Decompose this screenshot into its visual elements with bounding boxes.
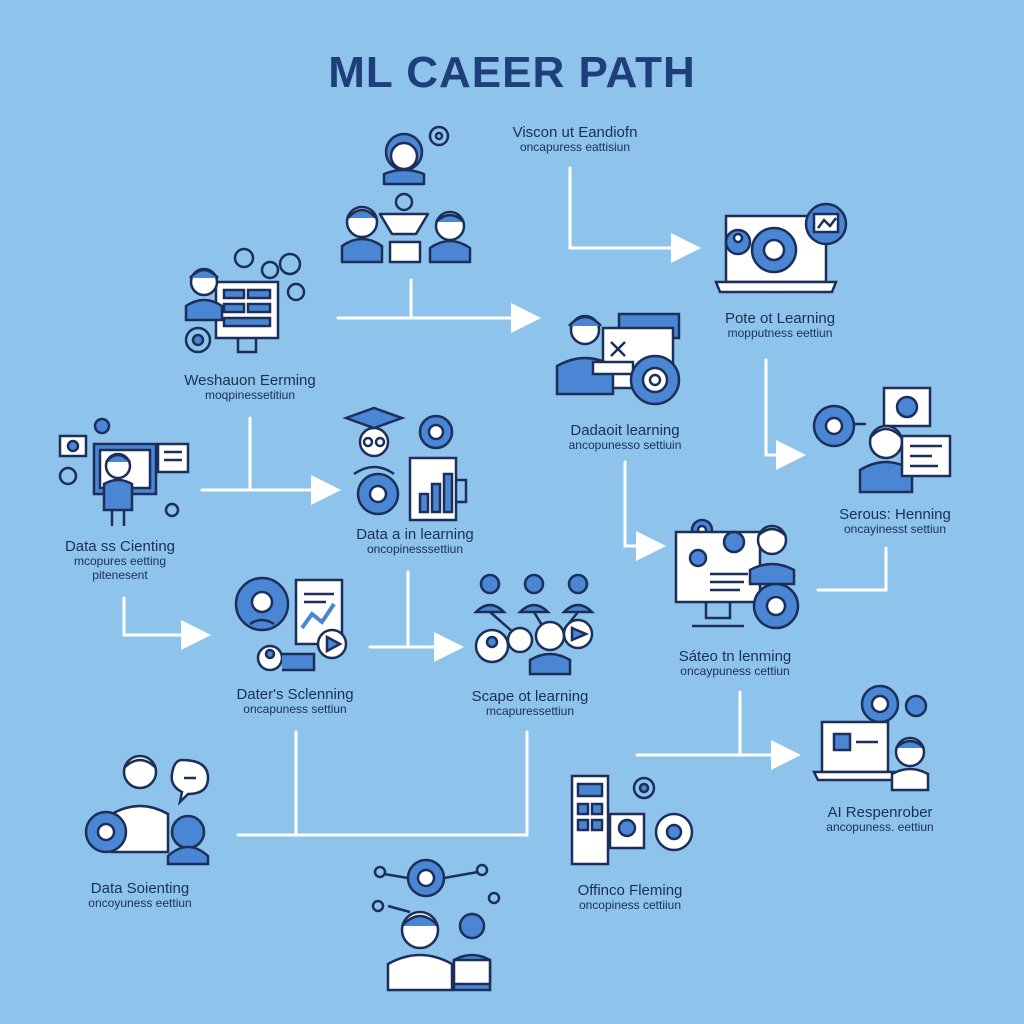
researcher-laptop-icon	[811, 682, 942, 802]
graduate-chart-icon	[340, 404, 480, 534]
laptop-gear-icon	[714, 196, 859, 306]
node-subtitle: mcopures eetting	[73, 554, 167, 569]
node-scape: Scape ot learning mcapuressettiun	[425, 688, 635, 719]
node-poteot: Pote ot Learning mopputness eettiun	[680, 310, 880, 341]
node-airesp: AI Respenrober ancopuness. eettiun	[775, 804, 985, 835]
connector-poteot-to-serous	[764, 358, 806, 470]
node-title: Data ss Cienting	[64, 538, 176, 555]
node-title: Weshauon Eerming	[184, 372, 316, 389]
node-subtitle: oncayinesst settiun	[843, 522, 947, 537]
node-title: AI Respenrober	[827, 804, 933, 821]
node-datasoi: Data Soienting oncoyuness eettiun	[40, 880, 240, 911]
connector-datass-to-daters	[122, 596, 211, 650]
node-title: Viscon ut Eandiofn	[512, 124, 638, 141]
dashboard-worker-icon	[176, 242, 311, 367]
node-subtitle: oncopiness cettiiun	[578, 898, 682, 913]
node-saleo: Sáteo tn lenming oncaypuness cettiun	[630, 648, 840, 679]
node-subtitle: oncapuness settiun	[243, 702, 347, 717]
node-subtitle: oncopinesssettiun	[366, 542, 464, 557]
phone-gear-icon	[566, 770, 696, 875]
network-people-icon	[466, 570, 606, 685]
node-title: Scape ot learning	[471, 688, 589, 705]
node-subtitle: ancopuness. eettiun	[826, 820, 934, 835]
node-title: Pote ot Learning	[724, 310, 836, 327]
node-title: Serous: Henning	[839, 506, 951, 523]
node-subtitle: oncapuress eattisiun	[519, 140, 631, 155]
node-title: Dater's Sclenning	[236, 686, 354, 703]
node-datain: Data a in learning oncopinesssettiun	[305, 526, 525, 557]
node-daters: Dater's Sclenning oncapuness settiun	[190, 686, 400, 717]
connector-serous-to-saleo	[816, 546, 888, 592]
monitor-team-icon	[670, 518, 810, 643]
node-subtitle: moqpinessetitiun	[204, 388, 296, 403]
report-play-icon	[226, 574, 356, 684]
node-title: Offinco Fleming	[577, 882, 683, 899]
node-title: Data Soienting	[90, 880, 190, 897]
node-serous: Serous: Henning oncayinesst settiun	[790, 506, 1000, 537]
node-subtitle: mcapuressettiun	[485, 704, 575, 719]
node-subtitle-2: pitenesent	[92, 568, 148, 583]
support-agent-icon	[808, 384, 958, 504]
node-title: Dadaoit learning	[570, 422, 680, 439]
node-subtitle: mopputness eettiun	[727, 326, 833, 341]
connector-vision-to-poteot	[568, 166, 701, 263]
scientist-chat-icon	[84, 752, 224, 877]
node-title: Data a in learning	[356, 526, 474, 543]
node-offinco: Offinco Fleming oncopiness cettiiun	[525, 882, 735, 913]
node-webluon: Weshauon Eerming moqpinessetitiun	[140, 372, 360, 403]
node-title: Sáteo tn lenming	[678, 648, 792, 665]
presenter-icon	[58, 414, 193, 534]
team-meeting-icon	[336, 122, 476, 272]
node-datass: Data ss Cienting mcopures eetting pitene…	[20, 538, 220, 583]
node-dadaoit: Dadaoit learning ancopunesso settiuin	[515, 422, 735, 453]
node-subtitle: oncaypuness cettiun	[680, 664, 790, 679]
node-subtitle: oncoyuness eettiun	[88, 896, 192, 911]
analyst-desk-icon	[545, 296, 690, 421]
node-vision: Viscon ut Eandiofn oncapuress eattisiun	[450, 124, 700, 155]
diagram-title: ML CAEER PATH	[328, 48, 696, 97]
developers-network-icon	[370, 856, 520, 1001]
connector-dadaoit-to-saleo	[623, 460, 666, 561]
node-subtitle: ancopunesso settiuin	[568, 438, 682, 453]
